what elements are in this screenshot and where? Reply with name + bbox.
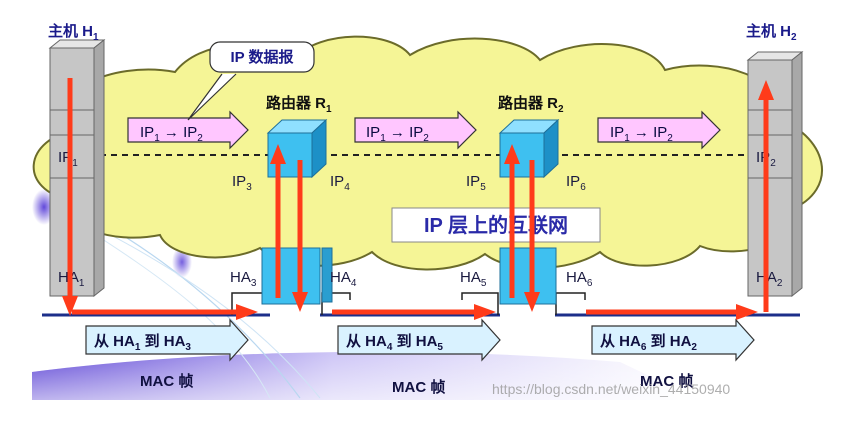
- ip-datagram-arrow: IP1 → IP2: [127, 110, 249, 150]
- ha-label: HA5: [460, 269, 487, 289]
- router-r1: [261, 118, 333, 305]
- callout-text: IP 数据报: [230, 48, 293, 66]
- router-r1-title: 路由器 R1: [266, 94, 332, 115]
- mac-frame-label: MAC 帧: [640, 373, 693, 390]
- mac-frame-label: MAC 帧: [392, 379, 445, 396]
- cloud-label: IP 层上的互联网: [391, 207, 601, 243]
- ha-label: HA4: [330, 269, 357, 289]
- ha-label: HA6: [566, 269, 593, 289]
- watermark-text: https://blog.csdn.net/weixin_44150940: [492, 381, 730, 397]
- ip-datagram-callout: IP 数据报: [187, 41, 315, 121]
- ip-datagram-arrow: IP1 → IP2: [597, 110, 721, 150]
- host-h2-title: 主机 H2: [746, 22, 797, 43]
- router-r2-title: 路由器 R2: [498, 94, 564, 115]
- background-band: [32, 189, 700, 400]
- mac-frame-arrow: 从 HA6 到 HA2: [591, 318, 755, 362]
- mac-arrow-text: 从 HA4 到 HA5: [346, 333, 443, 353]
- ip-label: IP5: [466, 173, 486, 193]
- ha-label: HA3: [230, 269, 257, 289]
- mac-arrow-text: 从 HA6 到 HA2: [600, 333, 697, 353]
- cloud-label-text: IP 层上的互联网: [424, 213, 568, 237]
- host-h2: [746, 50, 804, 298]
- mac-frame-label: MAC 帧: [140, 373, 193, 390]
- mac-frame-arrow: 从 HA4 到 HA5: [337, 318, 501, 362]
- packet-path: [62, 78, 774, 320]
- ip-label: IP6: [566, 173, 586, 193]
- mac-arrow-text: 从 HA1 到 HA3: [94, 333, 191, 353]
- mac-frame-arrow: 从 HA1 到 HA3: [85, 318, 249, 362]
- ip-datagram-arrow: IP1 → IP2: [354, 110, 477, 150]
- host-h1-title: 主机 H1: [48, 22, 99, 43]
- ip-label: IP3: [232, 173, 252, 193]
- ip-label: IP4: [330, 173, 350, 193]
